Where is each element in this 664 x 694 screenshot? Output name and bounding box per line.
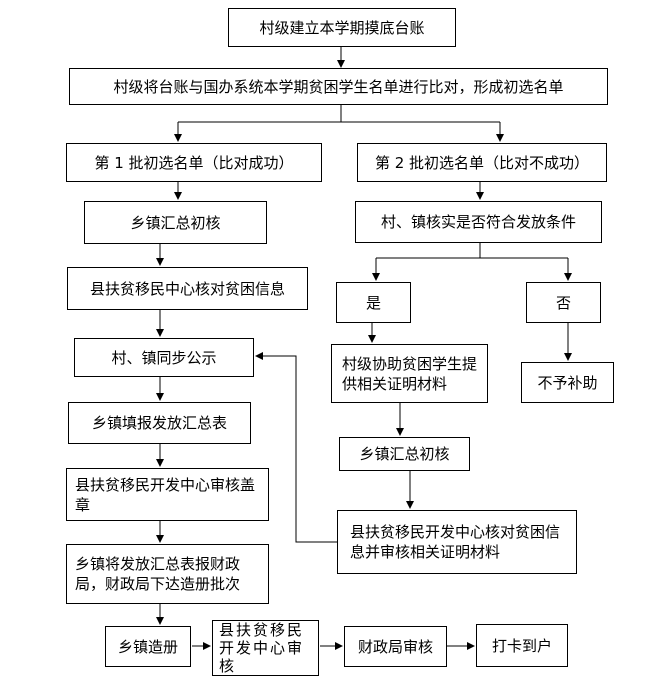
node-provide-proof: 村级协助贫困学生提供相关证明材料 (331, 344, 488, 403)
node-no: 否 (526, 282, 601, 323)
node-no-subsidy: 不予补助 (521, 362, 614, 403)
node-finance-review: 财政局审核 (344, 626, 447, 667)
node-county-verify-proof: 县扶贫移民开发中心核对贫困信息并审核相关证明材料 (337, 510, 577, 574)
node-fill-summary: 乡镇填报发放汇总表 (68, 402, 251, 444)
node-township-check-left: 乡镇汇总初核 (84, 201, 267, 244)
node-yes: 是 (336, 282, 411, 323)
node-publicity: 村、镇同步公示 (74, 338, 254, 377)
node-verify-conditions: 村、镇核实是否符合发放条件 (355, 201, 602, 243)
node-payout: 打卡到户 (476, 624, 568, 667)
node-ledger: 村级建立本学期摸底台账 (228, 8, 456, 47)
node-county-review: 县扶贫移民开发中心审核 (212, 620, 319, 676)
node-batch1: 第 1 批初选名单（比对成功） (66, 143, 322, 182)
node-township-check-right: 乡镇汇总初核 (339, 437, 470, 471)
node-compare: 村级将台账与国办系统本学期贫困学生名单进行比对，形成初选名单 (69, 68, 608, 105)
node-batch2: 第 2 批初选名单（比对不成功） (357, 143, 607, 182)
node-report-finance: 乡镇将发放汇总表报财政局，财政局下达造册批次 (66, 544, 269, 604)
node-register: 乡镇造册 (105, 626, 191, 667)
arrow-yes4-to-left4 (255, 352, 337, 543)
node-county-verify: 县扶贫移民中心核对贫困信息 (67, 267, 308, 310)
node-county-approve-seal: 县扶贫移民开发中心审核盖章 (66, 468, 269, 521)
